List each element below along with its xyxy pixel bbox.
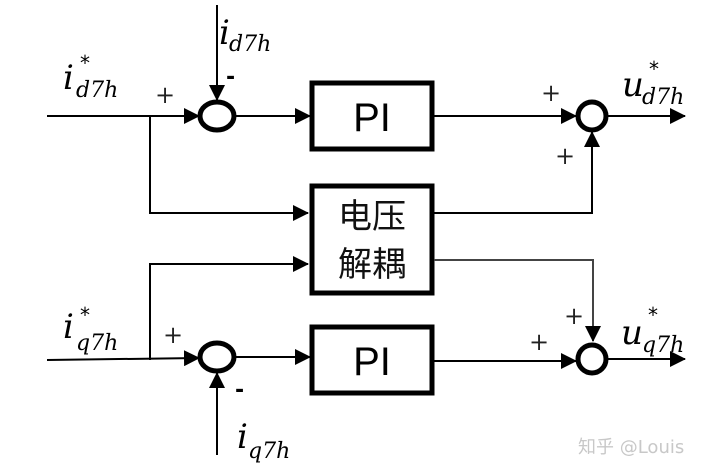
svg-text:*: *	[649, 57, 659, 81]
wire-iq-ref-to-decoupling	[149, 256, 309, 360]
label-id-feedback: i d7h	[219, 13, 271, 57]
decoupling-label-line1: 电压	[338, 197, 406, 237]
svg-text:u: u	[621, 313, 643, 353]
label-uq-output: u * q7h	[621, 303, 684, 358]
label-id-ref: i * d7h	[63, 51, 118, 103]
wire-decoupling-to-sum-d	[434, 131, 600, 214]
pi-block-q	[309, 324, 435, 396]
svg-text:*: *	[80, 51, 90, 75]
svg-text:q7h: q7h	[642, 333, 684, 358]
svg-text:q7h: q7h	[248, 439, 290, 464]
svg-text:u: u	[622, 65, 644, 105]
label-iq-ref: i * q7h	[63, 303, 118, 356]
summing-junction-q	[197, 340, 237, 374]
wire-id-ref-to-decoupling	[149, 116, 309, 221]
pi-block-d-label: PI	[353, 96, 391, 140]
sign-sum-d-ref: +	[155, 81, 175, 109]
svg-text:q7h: q7h	[76, 331, 118, 356]
pi-block-q-label: PI	[353, 340, 391, 384]
label-iq-feedback: i q7h	[237, 417, 290, 464]
sign-out-q-pi: +	[529, 328, 549, 356]
svg-text:i: i	[63, 307, 74, 347]
decoupling-label-line2: 解耦	[338, 245, 406, 285]
summing-junction-out-d	[575, 99, 609, 133]
wire-iq-ref	[46, 350, 200, 367]
summing-junction-out-q	[575, 342, 609, 376]
svg-text:i: i	[219, 13, 230, 53]
svg-text:d7h: d7h	[229, 32, 271, 57]
voltage-decoupling-block	[309, 183, 435, 296]
sign-sum-d-fb: -	[226, 65, 235, 90]
svg-text:d7h: d7h	[642, 85, 684, 110]
svg-text:d7h: d7h	[76, 78, 118, 103]
sign-out-d-pi: +	[541, 79, 561, 107]
sign-sum-q-fb: -	[235, 378, 244, 403]
wire-decoupling-to-sum-q	[434, 259, 601, 342]
pi-block-d	[309, 80, 435, 152]
summing-junction-d	[197, 99, 237, 133]
watermark: 知乎 @Louis	[578, 437, 684, 458]
svg-text:i: i	[237, 417, 248, 457]
label-ud-output: u * d7h	[622, 57, 684, 110]
sign-out-d-dec: +	[555, 142, 575, 170]
svg-text:i: i	[63, 58, 74, 98]
svg-text:*: *	[80, 303, 90, 327]
svg-text:*: *	[648, 303, 658, 327]
sign-sum-q-ref: +	[163, 321, 183, 349]
sign-out-q-dec: +	[564, 302, 584, 330]
